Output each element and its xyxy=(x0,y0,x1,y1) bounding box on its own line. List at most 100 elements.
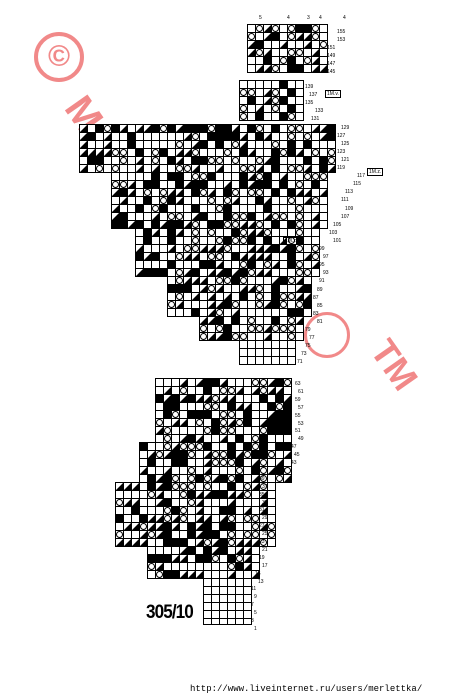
row-number: 45 xyxy=(294,452,300,459)
stitch-symbol xyxy=(168,285,175,292)
stitch-symbol xyxy=(280,57,287,64)
chart-top-grid xyxy=(247,24,328,73)
stitch-symbol xyxy=(260,539,267,546)
stitch-symbol xyxy=(240,333,247,340)
stitch-symbol xyxy=(288,197,295,204)
stitch-symbol xyxy=(216,133,223,140)
stitch-symbol xyxy=(176,181,183,188)
stitch-symbol xyxy=(200,261,207,268)
stitch-symbol xyxy=(288,125,295,132)
stitch-symbol xyxy=(216,125,223,132)
stitch-symbol xyxy=(168,157,175,164)
stitch-symbol xyxy=(264,25,271,32)
stitch-symbol xyxy=(204,491,211,498)
row-number: 147 xyxy=(327,61,336,67)
stitch-symbol xyxy=(200,141,207,148)
stitch-symbol xyxy=(228,531,235,538)
stitch-symbol xyxy=(216,333,223,340)
stitch-symbol xyxy=(268,411,275,418)
stitch-symbol xyxy=(264,213,271,220)
stitch-symbol xyxy=(256,229,263,236)
stitch-symbol xyxy=(240,113,247,120)
stitch-symbol xyxy=(244,563,251,570)
stitch-symbol xyxy=(184,277,191,284)
row-number: 95 xyxy=(319,262,325,269)
stitch-symbol xyxy=(244,411,251,418)
stitch-symbol xyxy=(120,157,127,164)
stitch-symbol xyxy=(328,165,335,172)
row-number: 7 xyxy=(251,602,254,609)
stitch-symbol xyxy=(252,435,259,442)
row-number: 73 xyxy=(301,351,307,358)
stitch-symbol xyxy=(312,173,319,180)
stitch-symbol xyxy=(328,157,335,164)
stitch-symbol xyxy=(172,443,179,450)
stitch-symbol xyxy=(152,125,159,132)
stitch-symbol xyxy=(260,475,267,482)
stitch-symbol xyxy=(224,333,231,340)
stitch-symbol xyxy=(180,435,187,442)
stitch-symbol xyxy=(312,25,319,32)
stitch-symbol xyxy=(164,443,171,450)
stitch-symbol xyxy=(132,523,139,530)
stitch-symbol xyxy=(288,33,295,40)
stitch-symbol xyxy=(248,97,255,104)
row-number: 11 xyxy=(251,586,257,593)
stitch-symbol xyxy=(240,133,247,140)
stitch-symbol xyxy=(288,237,295,244)
stitch-symbol xyxy=(284,403,291,410)
stitch-symbol xyxy=(288,333,295,340)
stitch-symbol xyxy=(116,483,123,490)
stitch-symbol xyxy=(172,571,179,578)
stitch-symbol xyxy=(184,181,191,188)
stitch-symbol xyxy=(280,181,287,188)
stitch-symbol xyxy=(256,253,263,260)
stitch-symbol xyxy=(284,395,291,402)
stitch-symbol xyxy=(248,237,255,244)
stitch-symbol xyxy=(264,97,271,104)
stitch-symbol xyxy=(164,395,171,402)
stitch-symbol xyxy=(212,395,219,402)
stitch-symbol xyxy=(176,189,183,196)
stitch-symbol xyxy=(312,33,319,40)
stitch-symbol xyxy=(240,253,247,260)
stitch-symbol xyxy=(260,427,267,434)
stitch-symbol xyxy=(152,205,159,212)
row-number: 93 xyxy=(323,270,329,277)
stitch-symbol xyxy=(192,269,199,276)
stitch-symbol xyxy=(152,253,159,260)
stitch-symbol xyxy=(220,387,227,394)
stitch-symbol xyxy=(224,205,231,212)
stitch-symbol xyxy=(268,467,275,474)
stitch-symbol xyxy=(320,125,327,132)
stitch-symbol xyxy=(128,189,135,196)
stitch-symbol xyxy=(224,181,231,188)
stitch-symbol xyxy=(192,229,199,236)
row-number: 111 xyxy=(341,197,349,204)
stitch-symbol xyxy=(192,173,199,180)
stitch-symbol xyxy=(284,467,291,474)
stitch-symbol xyxy=(148,459,155,466)
stitch-symbol xyxy=(136,245,143,252)
stitch-symbol xyxy=(140,523,147,530)
stitch-symbol xyxy=(224,149,231,156)
stitch-symbol xyxy=(144,237,151,244)
stitch-symbol xyxy=(312,49,319,56)
stitch-symbol xyxy=(272,189,279,196)
stitch-symbol xyxy=(232,213,239,220)
stitch-symbol xyxy=(156,563,163,570)
stitch-symbol xyxy=(232,197,239,204)
stitch-symbol xyxy=(152,165,159,172)
stitch-symbol xyxy=(88,157,95,164)
stitch-symbol xyxy=(80,133,87,140)
stitch-symbol xyxy=(160,149,167,156)
stitch-symbol xyxy=(304,157,311,164)
stitch-symbol xyxy=(208,301,215,308)
stitch-symbol xyxy=(156,451,163,458)
stitch-symbol xyxy=(228,507,235,514)
stitch-symbol xyxy=(284,411,291,418)
stitch-symbol xyxy=(120,181,127,188)
stitch-symbol xyxy=(268,379,275,386)
stitch-symbol xyxy=(148,555,155,562)
stitch-symbol xyxy=(272,125,279,132)
